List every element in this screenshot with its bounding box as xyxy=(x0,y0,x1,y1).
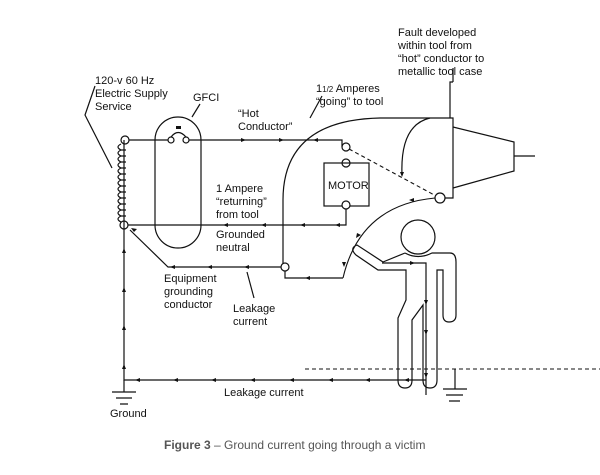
hot-conductor-line xyxy=(129,139,343,147)
supply-hot-terminal xyxy=(120,135,130,145)
egc-terminal xyxy=(280,262,290,272)
hot-conductor-label-line2: Conductor” xyxy=(238,121,293,133)
gfci-label: GFCI xyxy=(193,92,219,104)
tool-case-terminal xyxy=(434,192,446,204)
fault-label-line4: metallic tool case xyxy=(398,66,482,78)
gfci-device-icon xyxy=(154,116,202,249)
transformer-coil-icon xyxy=(117,143,126,223)
returning-label-line3: from tool xyxy=(216,209,259,221)
grounded-neutral-line xyxy=(128,207,347,226)
going-label-line2: “going” to tool xyxy=(316,96,383,108)
equipment-grounding-line xyxy=(129,229,281,268)
neutral-label-line1: Grounded xyxy=(216,229,265,241)
tool-hot-terminal xyxy=(341,142,351,152)
power-tool-icon xyxy=(282,81,535,265)
fault-leakage-path xyxy=(342,197,436,279)
neutral-label-line2: neutral xyxy=(216,242,250,254)
fault-dashed-line xyxy=(348,148,439,198)
fault-label-line1: Fault developed xyxy=(398,27,476,39)
fault-label-line2: within tool from xyxy=(397,40,472,52)
hot-conductor-label-line1: “Hot xyxy=(238,108,259,120)
supply-label-line3: Service xyxy=(95,101,132,113)
supply-label-line1: 120-v 60 Hz xyxy=(95,75,154,87)
egc-label-line3: conductor xyxy=(164,299,213,311)
returning-label-line2: “returning” xyxy=(216,196,267,208)
ground-symbol-icon xyxy=(112,380,136,405)
motor-bottom-terminal xyxy=(341,200,351,210)
leakage-label-line2: current xyxy=(233,316,267,328)
leakage-bottom-loop xyxy=(284,271,343,279)
leakage-leader-line xyxy=(246,271,255,299)
supply-leader-line xyxy=(84,85,113,169)
going-leader-line xyxy=(309,95,323,119)
figure-caption: Figure 3 – Ground current going through … xyxy=(164,438,425,452)
ground-symbol-icon xyxy=(443,369,467,402)
fault-label-line3: “hot” conductor to xyxy=(398,53,484,65)
egc-label-line1: Equipment xyxy=(164,273,217,285)
going-label-line1: 11/2 Amperes xyxy=(316,83,380,95)
supply-label-line2: Electric Supply xyxy=(95,88,168,100)
leakage-label-line1: Leakage xyxy=(233,303,275,315)
gfci-leader-line xyxy=(191,103,201,118)
motor-label: MOTOR xyxy=(328,180,369,192)
egc-label-line2: grounding xyxy=(164,286,213,298)
bottom-leakage-label: Leakage current xyxy=(224,387,304,399)
ground-label: Ground xyxy=(110,408,147,420)
returning-label-line1: 1 Ampere xyxy=(216,183,263,195)
